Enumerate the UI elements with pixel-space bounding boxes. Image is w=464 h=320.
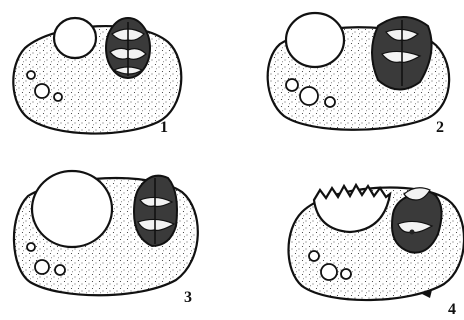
granule [341,269,351,279]
granule [325,97,335,107]
panel-1: 1 [13,18,181,136]
vacuole-large [286,13,344,67]
granule [27,243,35,251]
panel-4: 4 [289,185,464,318]
granule [27,71,35,79]
panel-label: 3 [184,289,192,306]
granule [309,251,319,261]
granule [35,84,49,98]
granule [286,79,298,91]
panel-2: 2 [268,13,449,136]
nucleus [106,18,150,78]
panel-label: 4 [448,301,456,318]
panel-3: 3 [14,171,198,306]
granule [300,87,318,105]
panel-label: 1 [160,119,168,136]
vacuole-large [54,18,96,58]
nucleus [372,17,432,90]
granule [54,93,62,101]
panel-label: 2 [436,119,444,136]
granule [55,265,65,275]
cell-body [13,26,181,133]
nucleus [134,176,177,246]
granule [35,260,49,274]
granule [321,264,337,280]
vacuole-large [32,171,112,247]
